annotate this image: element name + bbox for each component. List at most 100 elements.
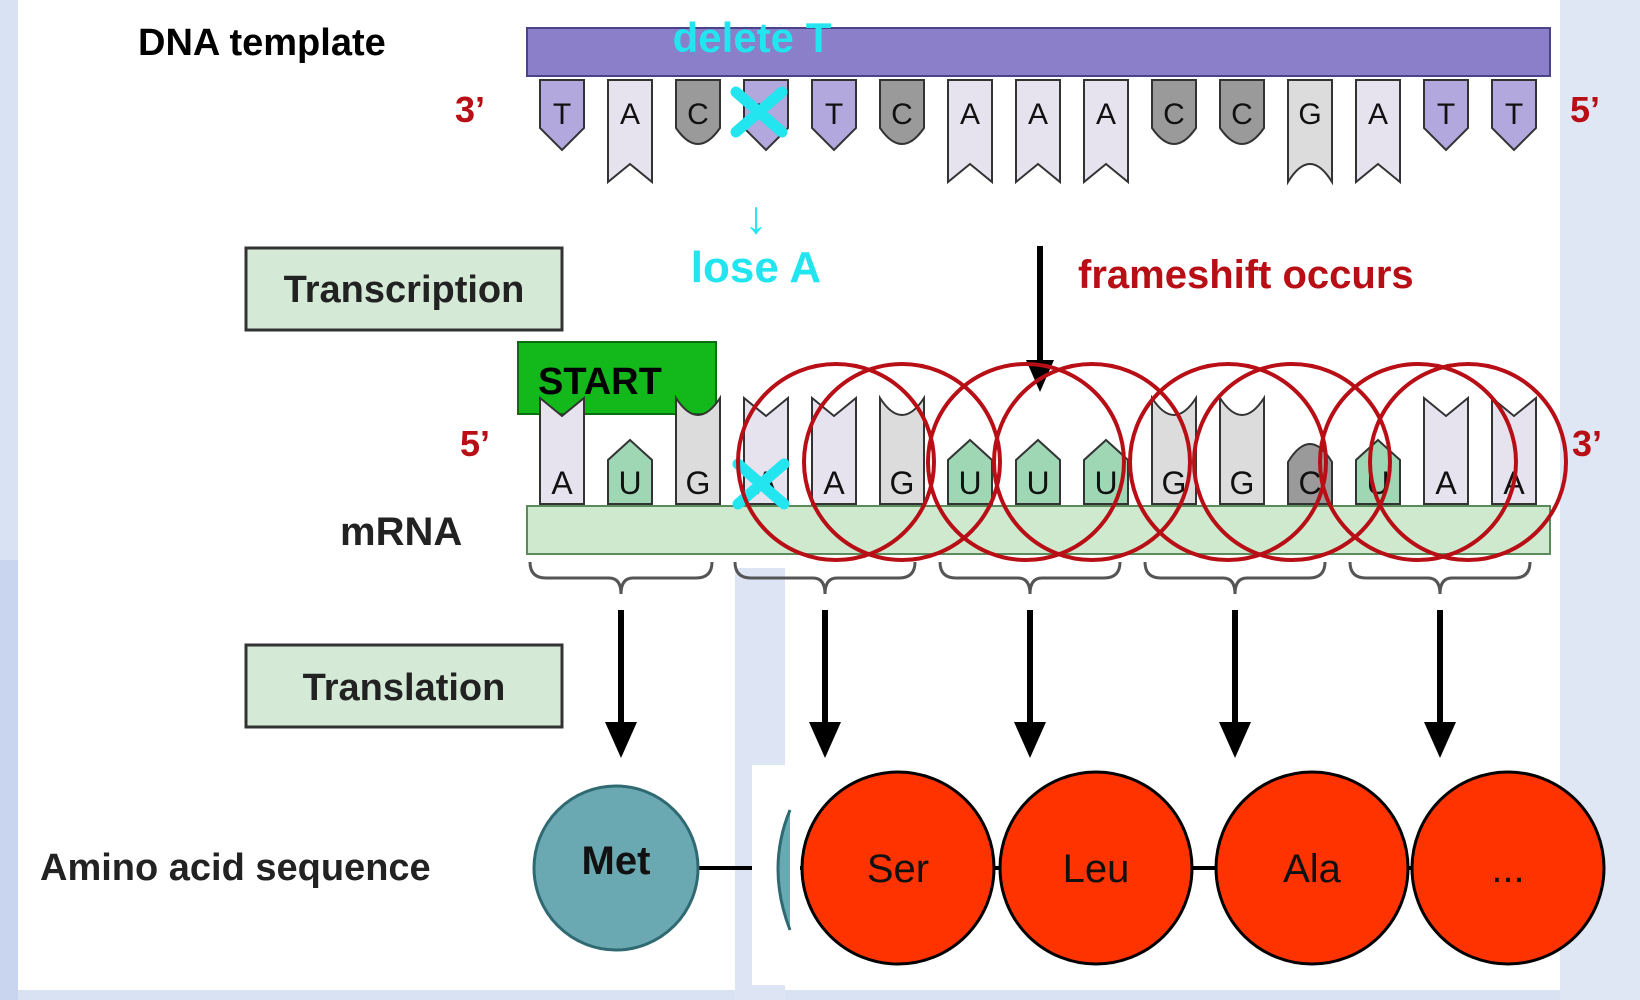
codon-arrowhead-3 [1219, 722, 1251, 758]
dna-base-11: G [1287, 79, 1333, 186]
dna-base-letter: C [1163, 98, 1185, 131]
left-margin-shade [0, 560, 18, 1000]
dna-base-12: A [1355, 79, 1401, 185]
codon-brace-3 [1143, 561, 1327, 595]
dna-base-14: T [1491, 79, 1537, 152]
mrna-base-5: G [879, 394, 925, 505]
dna-base-letter: T [1505, 98, 1523, 131]
amino-acid-3: Leu [998, 770, 1194, 966]
codon-arrowhead-2 [1014, 722, 1046, 758]
amino-acid-4: Ala [1214, 770, 1410, 966]
mrna-base-letter: C [1298, 465, 1321, 501]
dna-base-2: C [675, 79, 721, 145]
mrna-3prime-label: 3’ [1572, 423, 1602, 464]
codon-arrowhead-0 [605, 722, 637, 758]
amino-acid-label: ... [1491, 847, 1524, 891]
amino-acid-label: Ser [867, 847, 929, 891]
mrna-base-letter: G [1230, 465, 1255, 501]
mrna-base-letter: U [1026, 465, 1049, 501]
dna-base-letter: T [825, 98, 843, 131]
dna-base-letter: A [1368, 98, 1388, 131]
start-label: START [538, 361, 662, 403]
amino-acid-label: Leu [1063, 847, 1130, 891]
amino-acid-1 [752, 765, 800, 985]
codon-brace-1 [733, 561, 917, 595]
mrna-base-6: U [947, 438, 993, 505]
translation-label: Translation [303, 667, 506, 709]
start-box [517, 341, 717, 415]
mrna-base-letter: U [958, 465, 981, 501]
mrna-base-7: U [1015, 438, 1061, 505]
mrna-base-letter: A [551, 465, 573, 501]
delete-note: delete T [673, 14, 832, 61]
dna-base-7: A [1015, 79, 1061, 185]
codon-brace-4 [1348, 561, 1532, 595]
mrna-base-letter: U [1094, 465, 1117, 501]
dna-base-letter: G [1298, 98, 1321, 131]
amino-acid-chain: Met Ser Leu Ala... [532, 765, 1606, 985]
dna-base-letter: A [1028, 98, 1048, 131]
dna-base-0: T [539, 79, 585, 152]
frame-circle-5 [1192, 362, 1392, 562]
amino-acid-5: ... [1410, 770, 1606, 966]
dna-base-8: A [1083, 79, 1129, 185]
frame-circle-6 [1318, 362, 1518, 562]
lose-note: lose A [691, 243, 821, 292]
dna-base-letter: A [620, 98, 640, 131]
codon-braces [528, 561, 1532, 758]
dna-base-10: C [1219, 79, 1265, 145]
mrna-base-letter: A [1435, 465, 1457, 501]
mrna-base-row: AUGAAGUUUGGCUAA [539, 394, 1537, 505]
frame-circle-3 [992, 362, 1192, 562]
dna-base-letter: A [1096, 98, 1116, 131]
dna-3prime-label: 3’ [455, 89, 485, 130]
dna-backbone [526, 27, 1551, 77]
mrna-5prime-label: 5’ [460, 423, 490, 464]
amino-acid-2: Ser [800, 770, 996, 966]
dna-base-letter: A [960, 98, 980, 131]
frame-circle-1 [802, 362, 1002, 562]
dna-base-6: A [947, 79, 993, 185]
codon-brace-2 [938, 561, 1122, 595]
dna-base-row: TACTTCAAACCGATT [539, 79, 1537, 186]
frame-circle-2 [926, 362, 1126, 562]
mrna-base-letter: U [618, 465, 641, 501]
codon-arrowhead-1 [809, 722, 841, 758]
dna-deletion-cross [730, 86, 788, 138]
frame-circle-4 [1128, 362, 1328, 562]
amino-acid-0: Met [532, 784, 700, 952]
frame-circle-0 [736, 362, 936, 562]
dna-base-letter: T [553, 98, 571, 131]
mrna-base-letter: G [686, 465, 711, 501]
dna-base-letter: T [1437, 98, 1455, 131]
mrna-base-2: G [675, 394, 721, 505]
dna-base-4: T [811, 79, 857, 152]
frame-circle-7 [1368, 362, 1568, 562]
amino-acid-label: Met [582, 839, 651, 883]
mrna-base-8: U [1083, 438, 1129, 505]
dna-base-13: T [1423, 79, 1469, 152]
dna-5prime-label: 5’ [1570, 89, 1600, 130]
dna-base-5: C [879, 79, 925, 145]
transcription-label: Transcription [284, 269, 525, 311]
mrna-base-1: U [607, 438, 653, 505]
dna-base-9: C [1151, 79, 1197, 145]
mrna-base-0: A [539, 395, 585, 505]
frameshift-label: frameshift occurs [1078, 253, 1414, 297]
dna-template-label: DNA template [138, 22, 386, 64]
amino-acid-sequence-label: Amino acid sequence [40, 847, 431, 889]
mrna-label: mRNA [340, 510, 462, 554]
dna-base-letter: C [891, 98, 913, 131]
mrna-base-4: A [811, 395, 857, 505]
translation-box [244, 643, 564, 729]
amino-acid-label: Ala [1283, 847, 1342, 891]
mrna-base-letter: A [823, 465, 845, 501]
mrna-base-13: A [1423, 395, 1469, 505]
down-arrow-glyph: ↓ [745, 191, 768, 243]
dna-base-letter: C [687, 98, 709, 131]
mrna-base-letter: G [890, 465, 915, 501]
reading-frame-circles [736, 362, 1568, 562]
codon-brace-0 [528, 561, 714, 595]
dna-base-1: A [607, 79, 653, 185]
